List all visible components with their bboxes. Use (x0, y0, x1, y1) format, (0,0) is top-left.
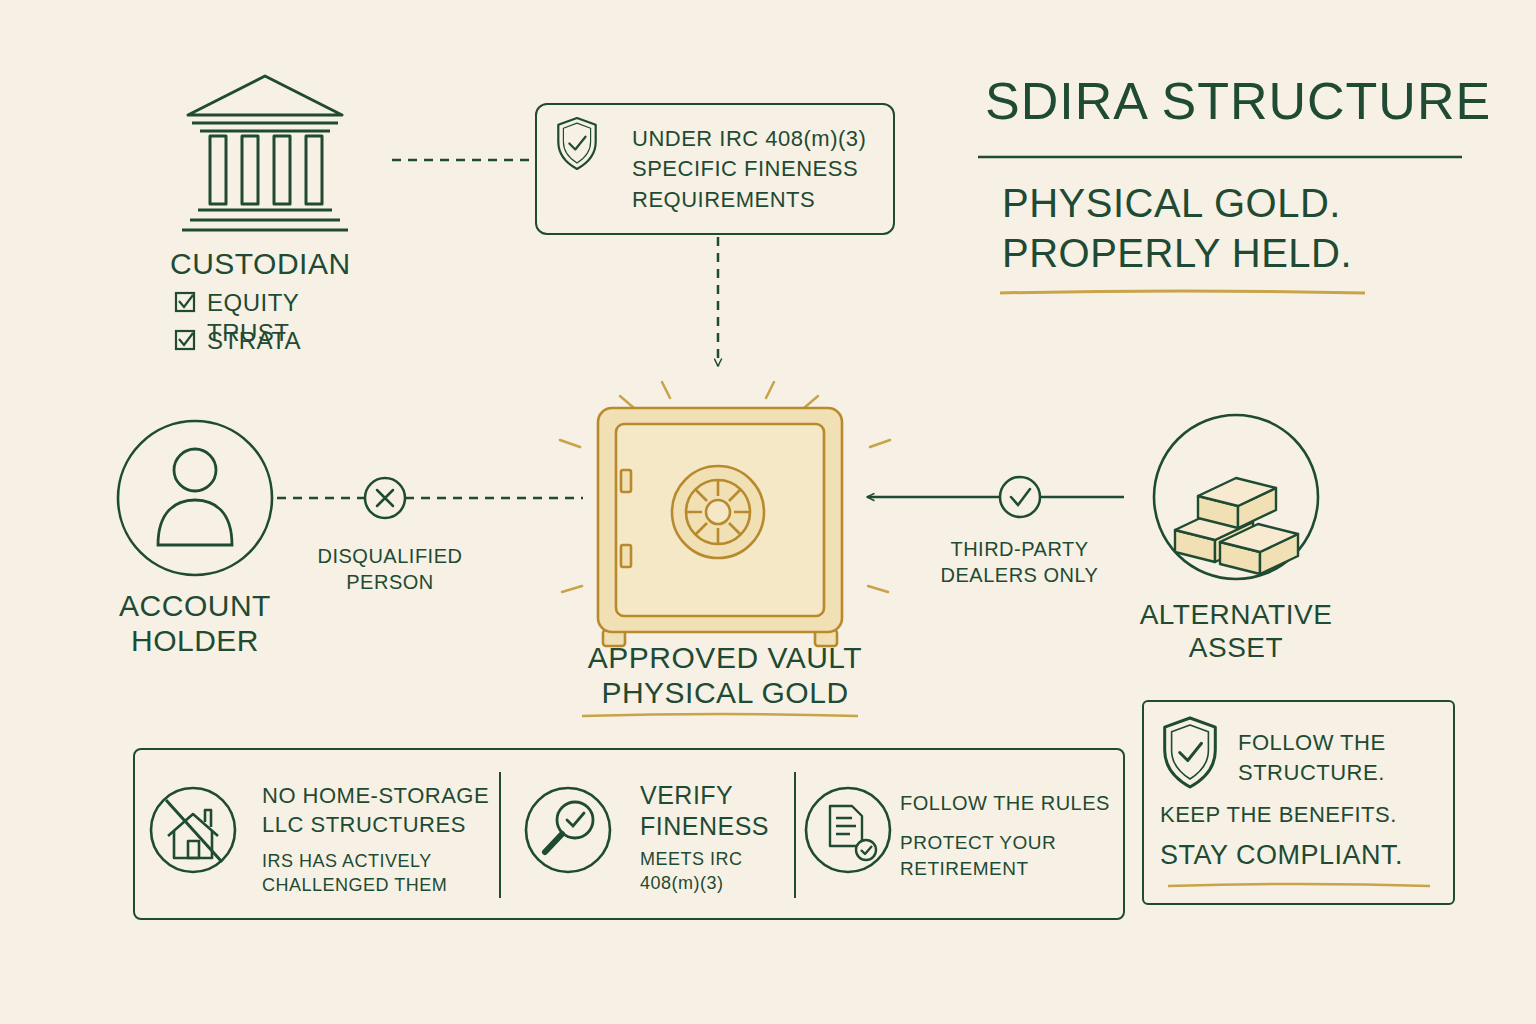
title-underline (978, 156, 1462, 159)
rule-text: UNDER IRC 408(m)(3) SPECIFIC FINENESS RE… (632, 124, 884, 215)
connector (867, 496, 1124, 499)
ray (868, 586, 888, 592)
icon-circle (1154, 415, 1318, 579)
node-title: ALTERNATIVE ASSET (1126, 598, 1346, 664)
ray (560, 440, 580, 447)
rules-panel: NO HOME-STORAGE LLC STRUCTURES IRS HAS AC… (133, 748, 1125, 920)
account-holder-node: ACCOUNT HOLDER (115, 418, 275, 668)
gold-bar (1198, 478, 1276, 528)
shield-icon (1165, 718, 1216, 787)
custodian-node: CUSTODIANEQUITY TRUSTSTRATA (160, 70, 390, 370)
vault-node: APPROVED VAULT PHYSICAL GOLD (585, 368, 865, 719)
asset-node: ALTERNATIVE ASSET (1126, 413, 1346, 672)
section-body: MEETS IRC 408(m)(3) (640, 847, 790, 896)
icon-circle (806, 788, 890, 872)
diagram-title: SDIRA STRUCTURE (985, 70, 1505, 132)
document-icon (830, 806, 876, 860)
check-mark (1011, 489, 1030, 505)
rule-section: VERIFY FINENESS MEETS IRC 408(m)(3) (505, 752, 790, 916)
section-body: PROTECT YOUR RETIREMENT (900, 830, 1115, 881)
icon-circle (118, 421, 272, 575)
approved-mark (1000, 477, 1040, 517)
subtitle-underline (1000, 291, 1365, 293)
panel-divider (500, 772, 795, 898)
node-title: CUSTODIAN (170, 245, 390, 283)
summary-emphasis: STAY COMPLIANT. (1160, 839, 1445, 873)
gold-bar (1220, 524, 1298, 574)
mark-circle (365, 478, 405, 518)
node-title: APPROVED VAULT PHYSICAL GOLD (585, 640, 865, 711)
section-heading: VERIFY FINENESS (640, 780, 790, 841)
disqualified-mark (365, 478, 405, 518)
icon-circle (151, 788, 235, 872)
edge-label: THIRD-PARTY DEALERS ONLY (912, 536, 1127, 588)
vault-underline (582, 714, 858, 716)
section-heading: NO HOME-STORAGE LLC STRUCTURES (262, 782, 492, 839)
ray (870, 440, 890, 447)
rule-section: NO HOME-STORAGE LLC STRUCTURES IRS HAS AC… (140, 752, 495, 916)
section-body: IRS HAS ACTIVELY CHALLENGED THEM (262, 849, 492, 898)
ray (804, 396, 818, 408)
person-icon (158, 449, 232, 545)
x-mark (377, 490, 393, 506)
summary-box: FOLLOW THE STRUCTURE. KEEP THE BENEFITS. S… (1142, 700, 1455, 905)
magnifier-icon (545, 802, 593, 852)
ray (662, 382, 670, 398)
edge-label: DISQUALIFIED PERSON (290, 543, 490, 595)
summary-line: FOLLOW THE STRUCTURE. (1238, 728, 1443, 787)
rule-box: UNDER IRC 408(m)(3) SPECIFIC FINENESS RE… (535, 103, 895, 235)
ray (620, 396, 634, 408)
shield-icon (558, 118, 595, 169)
subtitle: PHYSICAL GOLD. PROPERLY HELD. (1002, 178, 1442, 278)
safe-icon (598, 408, 842, 646)
connector (277, 497, 583, 500)
section-heading: FOLLOW THE RULES (900, 790, 1115, 816)
ray (766, 382, 774, 398)
checkbox (176, 293, 194, 311)
connector (392, 159, 533, 162)
node-title: ACCOUNT HOLDER (115, 588, 275, 659)
summary-line: KEEP THE BENEFITS. (1160, 801, 1445, 829)
icon-circle (526, 788, 610, 872)
prohibit-slash (166, 800, 222, 862)
checkbox (176, 331, 194, 349)
rule-section: FOLLOW THE RULES PROTECT YOUR RETIREMENT (800, 752, 1120, 916)
compliant-underline (1168, 884, 1430, 886)
connector (717, 237, 720, 366)
custodian-building (182, 76, 348, 230)
mark-circle (1000, 477, 1040, 517)
custodian-option: STRATA (207, 326, 387, 356)
ray (562, 586, 582, 592)
